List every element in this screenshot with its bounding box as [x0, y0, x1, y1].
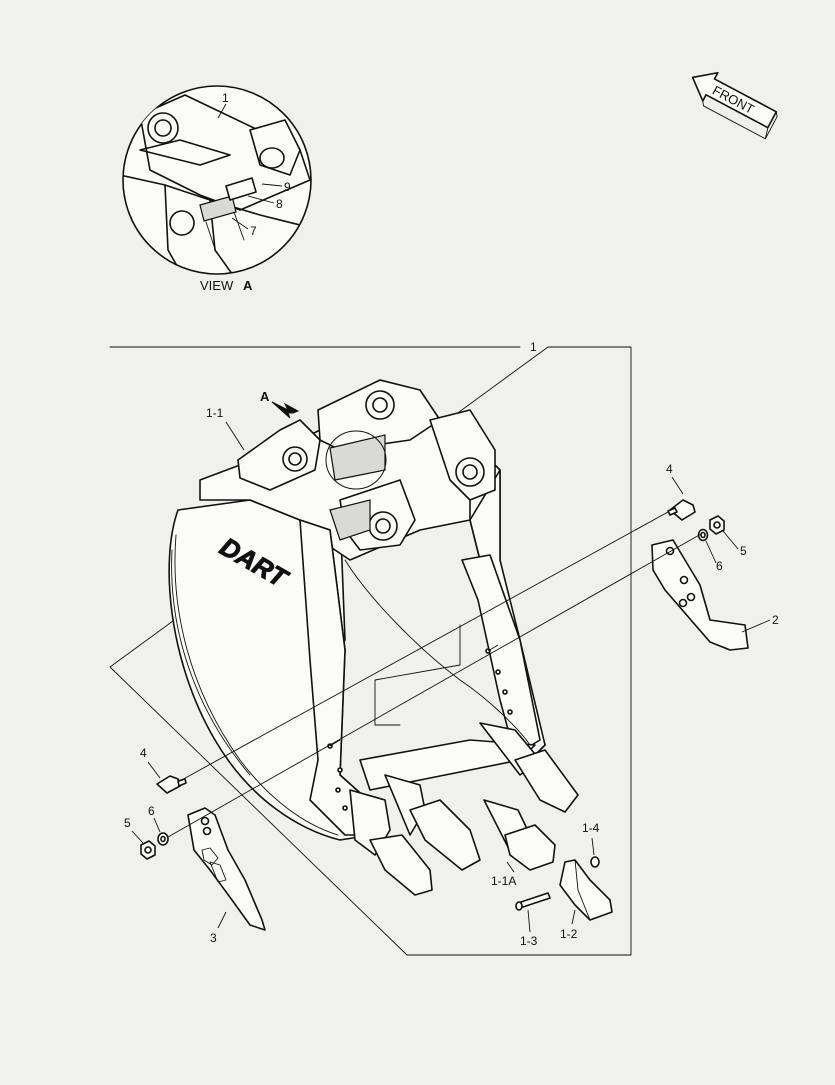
callout-bolt-right: 4: [666, 462, 673, 476]
callout-view-7: 7: [250, 224, 257, 238]
washer-left: [157, 832, 169, 846]
callout-view-9: 9: [284, 180, 291, 194]
bolt-right: [667, 499, 696, 521]
view-letter: A: [243, 278, 253, 293]
right-arm-holes: [485, 648, 513, 715]
callout-bucket-body: 1-1: [206, 406, 224, 420]
callout-side-cutter-right: 2: [772, 613, 779, 627]
callout-tooth: 1-2: [560, 927, 578, 941]
assembly-lines: [167, 511, 702, 838]
callout-nut-right: 5: [740, 544, 747, 558]
bucket-body: DART: [168, 379, 546, 841]
detail-view-a: 1 9 8 7 VIEW A: [122, 85, 312, 293]
arrow-letter: A: [260, 389, 270, 404]
callout-side-cutter-left: 3: [210, 931, 217, 945]
left-arm-holes: [327, 743, 348, 811]
teeth-assembly: [349, 722, 613, 921]
bolt-left: [156, 775, 187, 794]
nut-right: [709, 515, 725, 535]
view-label: VIEW: [200, 278, 234, 293]
pin-lock: [590, 856, 600, 868]
callout-adapter: 1-1A: [491, 874, 516, 888]
view-a-arrow: A: [260, 389, 300, 419]
nut-left: [140, 840, 156, 860]
callout-pin: 1-3: [520, 934, 538, 948]
callout-washer-right: 6: [716, 559, 723, 573]
callout-view-1: 1: [222, 91, 229, 105]
callout-pin-lock: 1-4: [582, 821, 600, 835]
callout-bolt-left: 4: [140, 746, 147, 760]
callout-view-8: 8: [276, 197, 283, 211]
callout-assembly: 1: [530, 340, 537, 354]
side-cutter-right: [651, 539, 749, 651]
front-arrow: FRONT: [691, 71, 778, 140]
callout-nut-left: 5: [124, 816, 131, 830]
bucket-lugs: [237, 379, 496, 551]
side-cutter-left: [187, 807, 266, 931]
pin: [515, 892, 551, 911]
callout-washer-left: 6: [148, 804, 155, 818]
